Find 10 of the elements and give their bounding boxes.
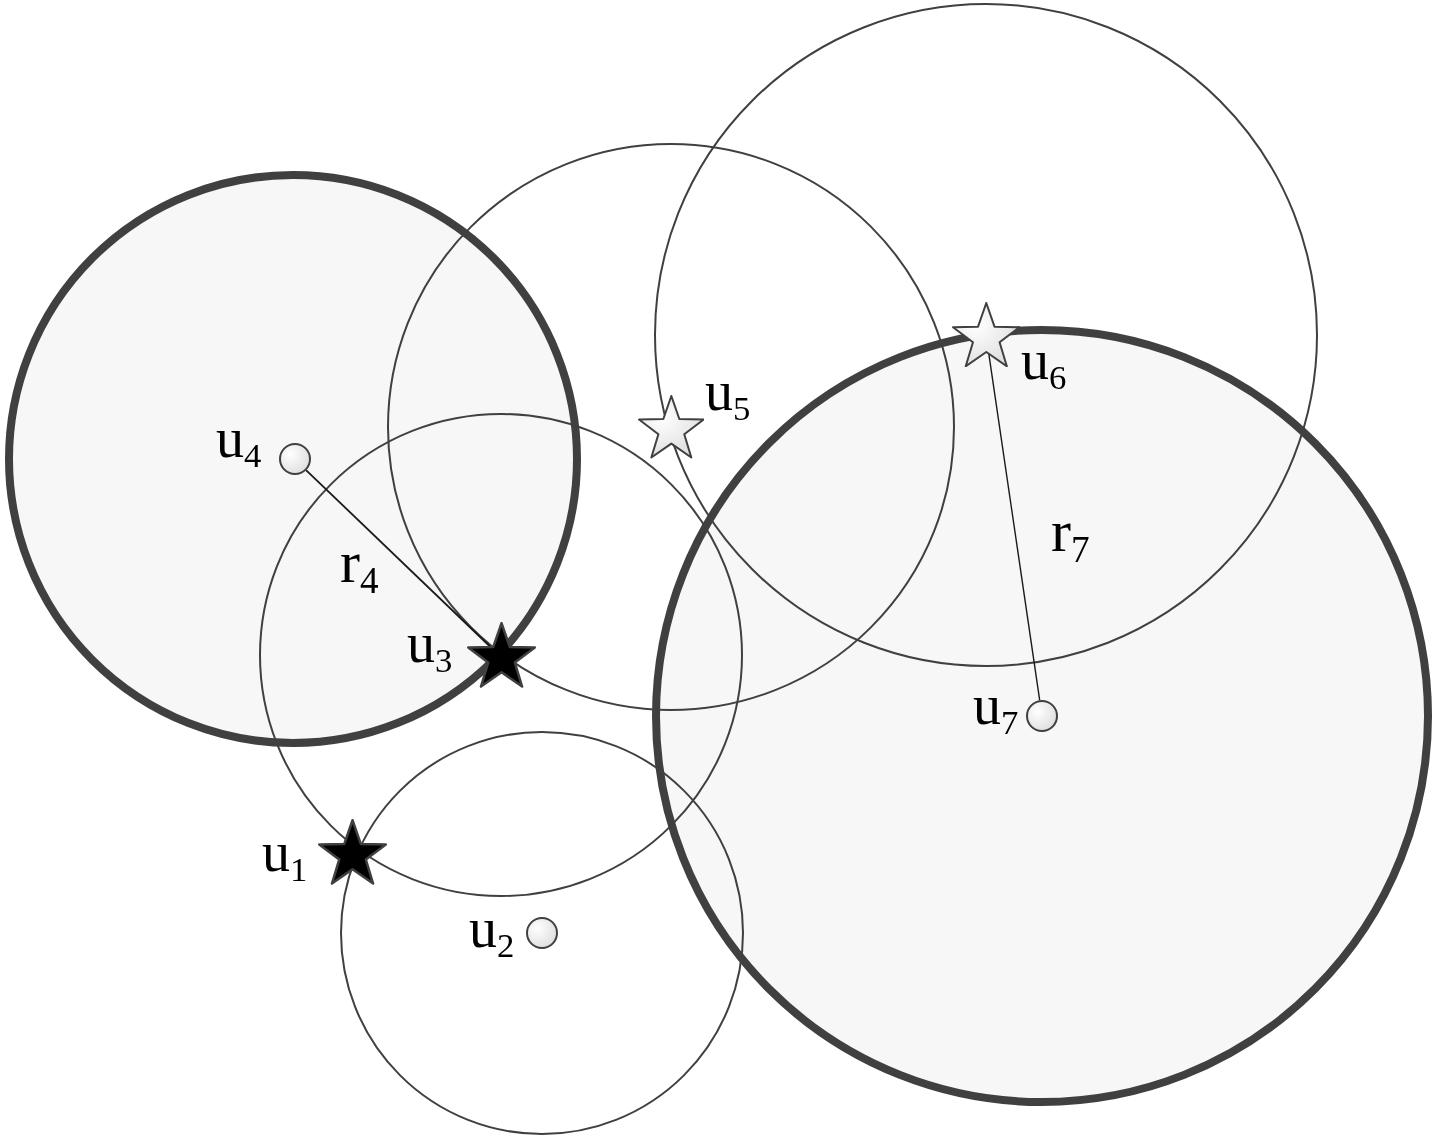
point-label: u$_{7}$ bbox=[973, 672, 1019, 739]
point-label: u$_{2}$ bbox=[469, 895, 515, 962]
point-label: u$_{3}$ bbox=[407, 610, 453, 677]
point-label: u$_{4}$ bbox=[216, 405, 262, 472]
radius-line bbox=[305, 469, 492, 648]
point-label: u$_{5}$ bbox=[705, 358, 751, 425]
edge-label: r$_{4}$ bbox=[340, 527, 379, 598]
edge-label: r$_{7}$ bbox=[1051, 496, 1090, 567]
point-label: u$_{1}$ bbox=[262, 819, 308, 886]
point-label: u$_{6}$ bbox=[1021, 327, 1067, 394]
